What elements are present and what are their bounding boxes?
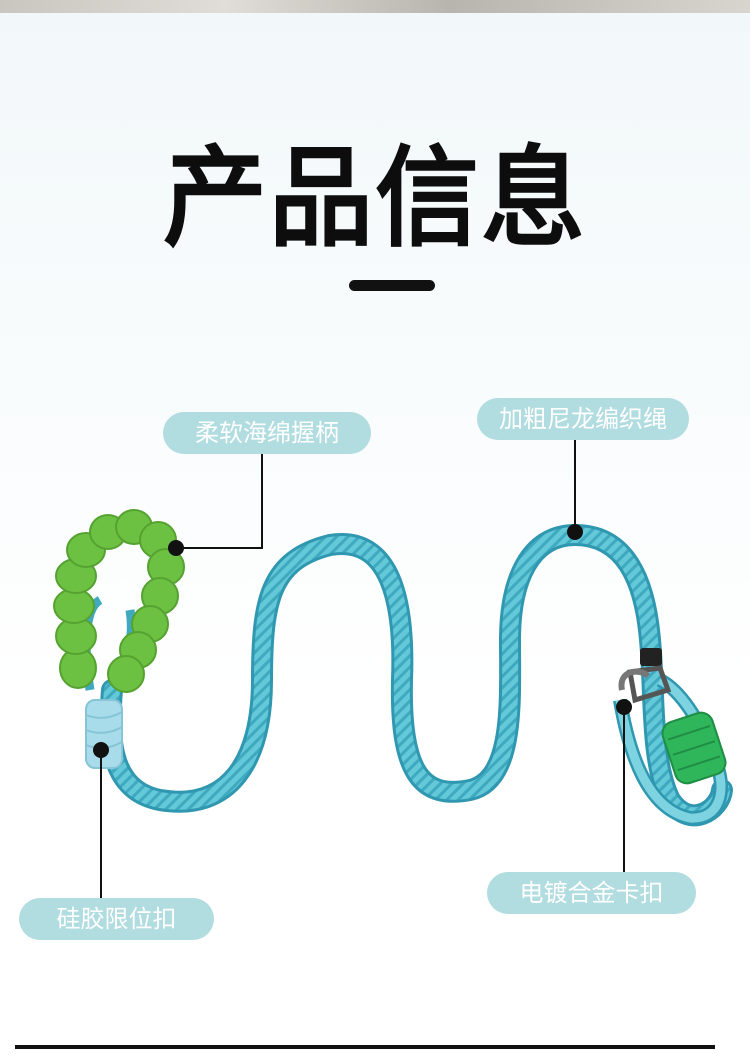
label-handle: 柔软海绵握柄 [163, 412, 371, 454]
foam-handle-icon [53, 509, 185, 693]
label-rope: 加粗尼龙编织绳 [477, 398, 689, 440]
label-clasp: 电镀合金卡扣 [487, 872, 696, 914]
title-underline [349, 280, 435, 291]
silicone-stopper-icon [85, 699, 123, 769]
leader-lines [100, 440, 625, 898]
label-stopper: 硅胶限位扣 [19, 898, 214, 940]
leader-dots [93, 524, 632, 758]
top-photo-strip [0, 0, 750, 13]
alloy-clasp-icon [618, 648, 727, 785]
bottom-divider [15, 1045, 715, 1049]
page-title: 产品信息 [162, 133, 587, 263]
